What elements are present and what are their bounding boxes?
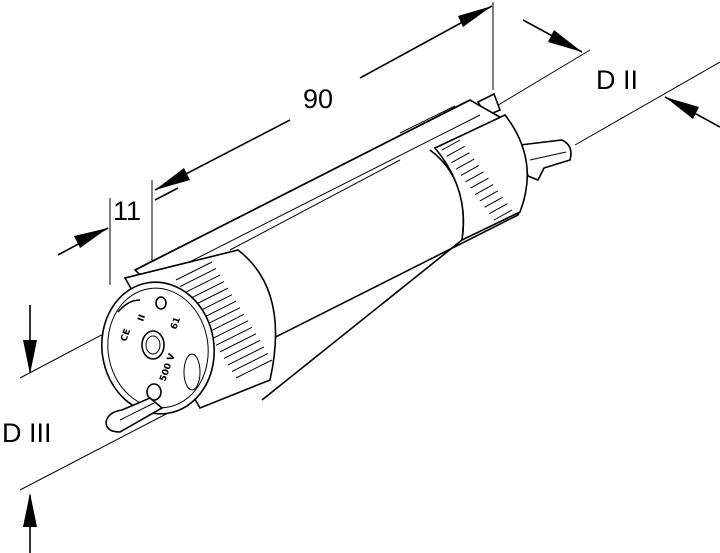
knurl-line bbox=[207, 313, 245, 333]
front-face: 500 V 61 II CE bbox=[117, 296, 183, 401]
knurl-line bbox=[203, 307, 241, 327]
knurl-line bbox=[479, 190, 499, 202]
center-contact-hole bbox=[141, 330, 165, 360]
marking-ce: CE bbox=[119, 328, 133, 343]
dimension-label-11: 11 bbox=[113, 196, 142, 226]
knurl-line bbox=[183, 274, 221, 294]
front-contact-blade bbox=[105, 397, 164, 433]
knurl-line bbox=[470, 177, 489, 189]
knurl-line bbox=[489, 203, 508, 215]
knurl-line bbox=[231, 353, 269, 372]
knurl-line bbox=[441, 139, 461, 151]
knurl-line bbox=[493, 209, 513, 221]
knurl-line bbox=[227, 346, 265, 366]
knurl-line bbox=[484, 196, 503, 208]
knurl-line bbox=[187, 281, 225, 301]
knurl-line bbox=[223, 339, 261, 359]
knurl-line bbox=[215, 326, 253, 346]
knurl-line bbox=[465, 171, 484, 183]
screw-hole bbox=[146, 383, 162, 401]
knurl-line bbox=[211, 320, 249, 340]
dimension-label-90: 90 bbox=[303, 84, 334, 114]
knurl-line bbox=[175, 261, 213, 281]
knurl-line bbox=[474, 184, 494, 195]
marking-code-a: 61 bbox=[169, 316, 183, 331]
knurl-line bbox=[235, 359, 273, 379]
knurl-line bbox=[455, 158, 475, 170]
dimension-11 bbox=[57, 187, 179, 285]
top-hole bbox=[155, 296, 167, 310]
knurl-line bbox=[179, 268, 217, 287]
knurl-line bbox=[460, 165, 480, 176]
rear-knurled-ring bbox=[433, 114, 529, 242]
dimension-d3 bbox=[19, 305, 171, 553]
knurl-line bbox=[219, 333, 257, 353]
knurl-line bbox=[446, 145, 465, 157]
marking-code-b: II bbox=[136, 313, 148, 323]
dimension-d2 bbox=[484, 19, 720, 146]
dimension-label-d3: D III bbox=[2, 418, 52, 448]
dimension-label-d2: D II bbox=[596, 65, 639, 95]
dimension-90 bbox=[151, 2, 494, 262]
knurl-line bbox=[451, 152, 470, 164]
